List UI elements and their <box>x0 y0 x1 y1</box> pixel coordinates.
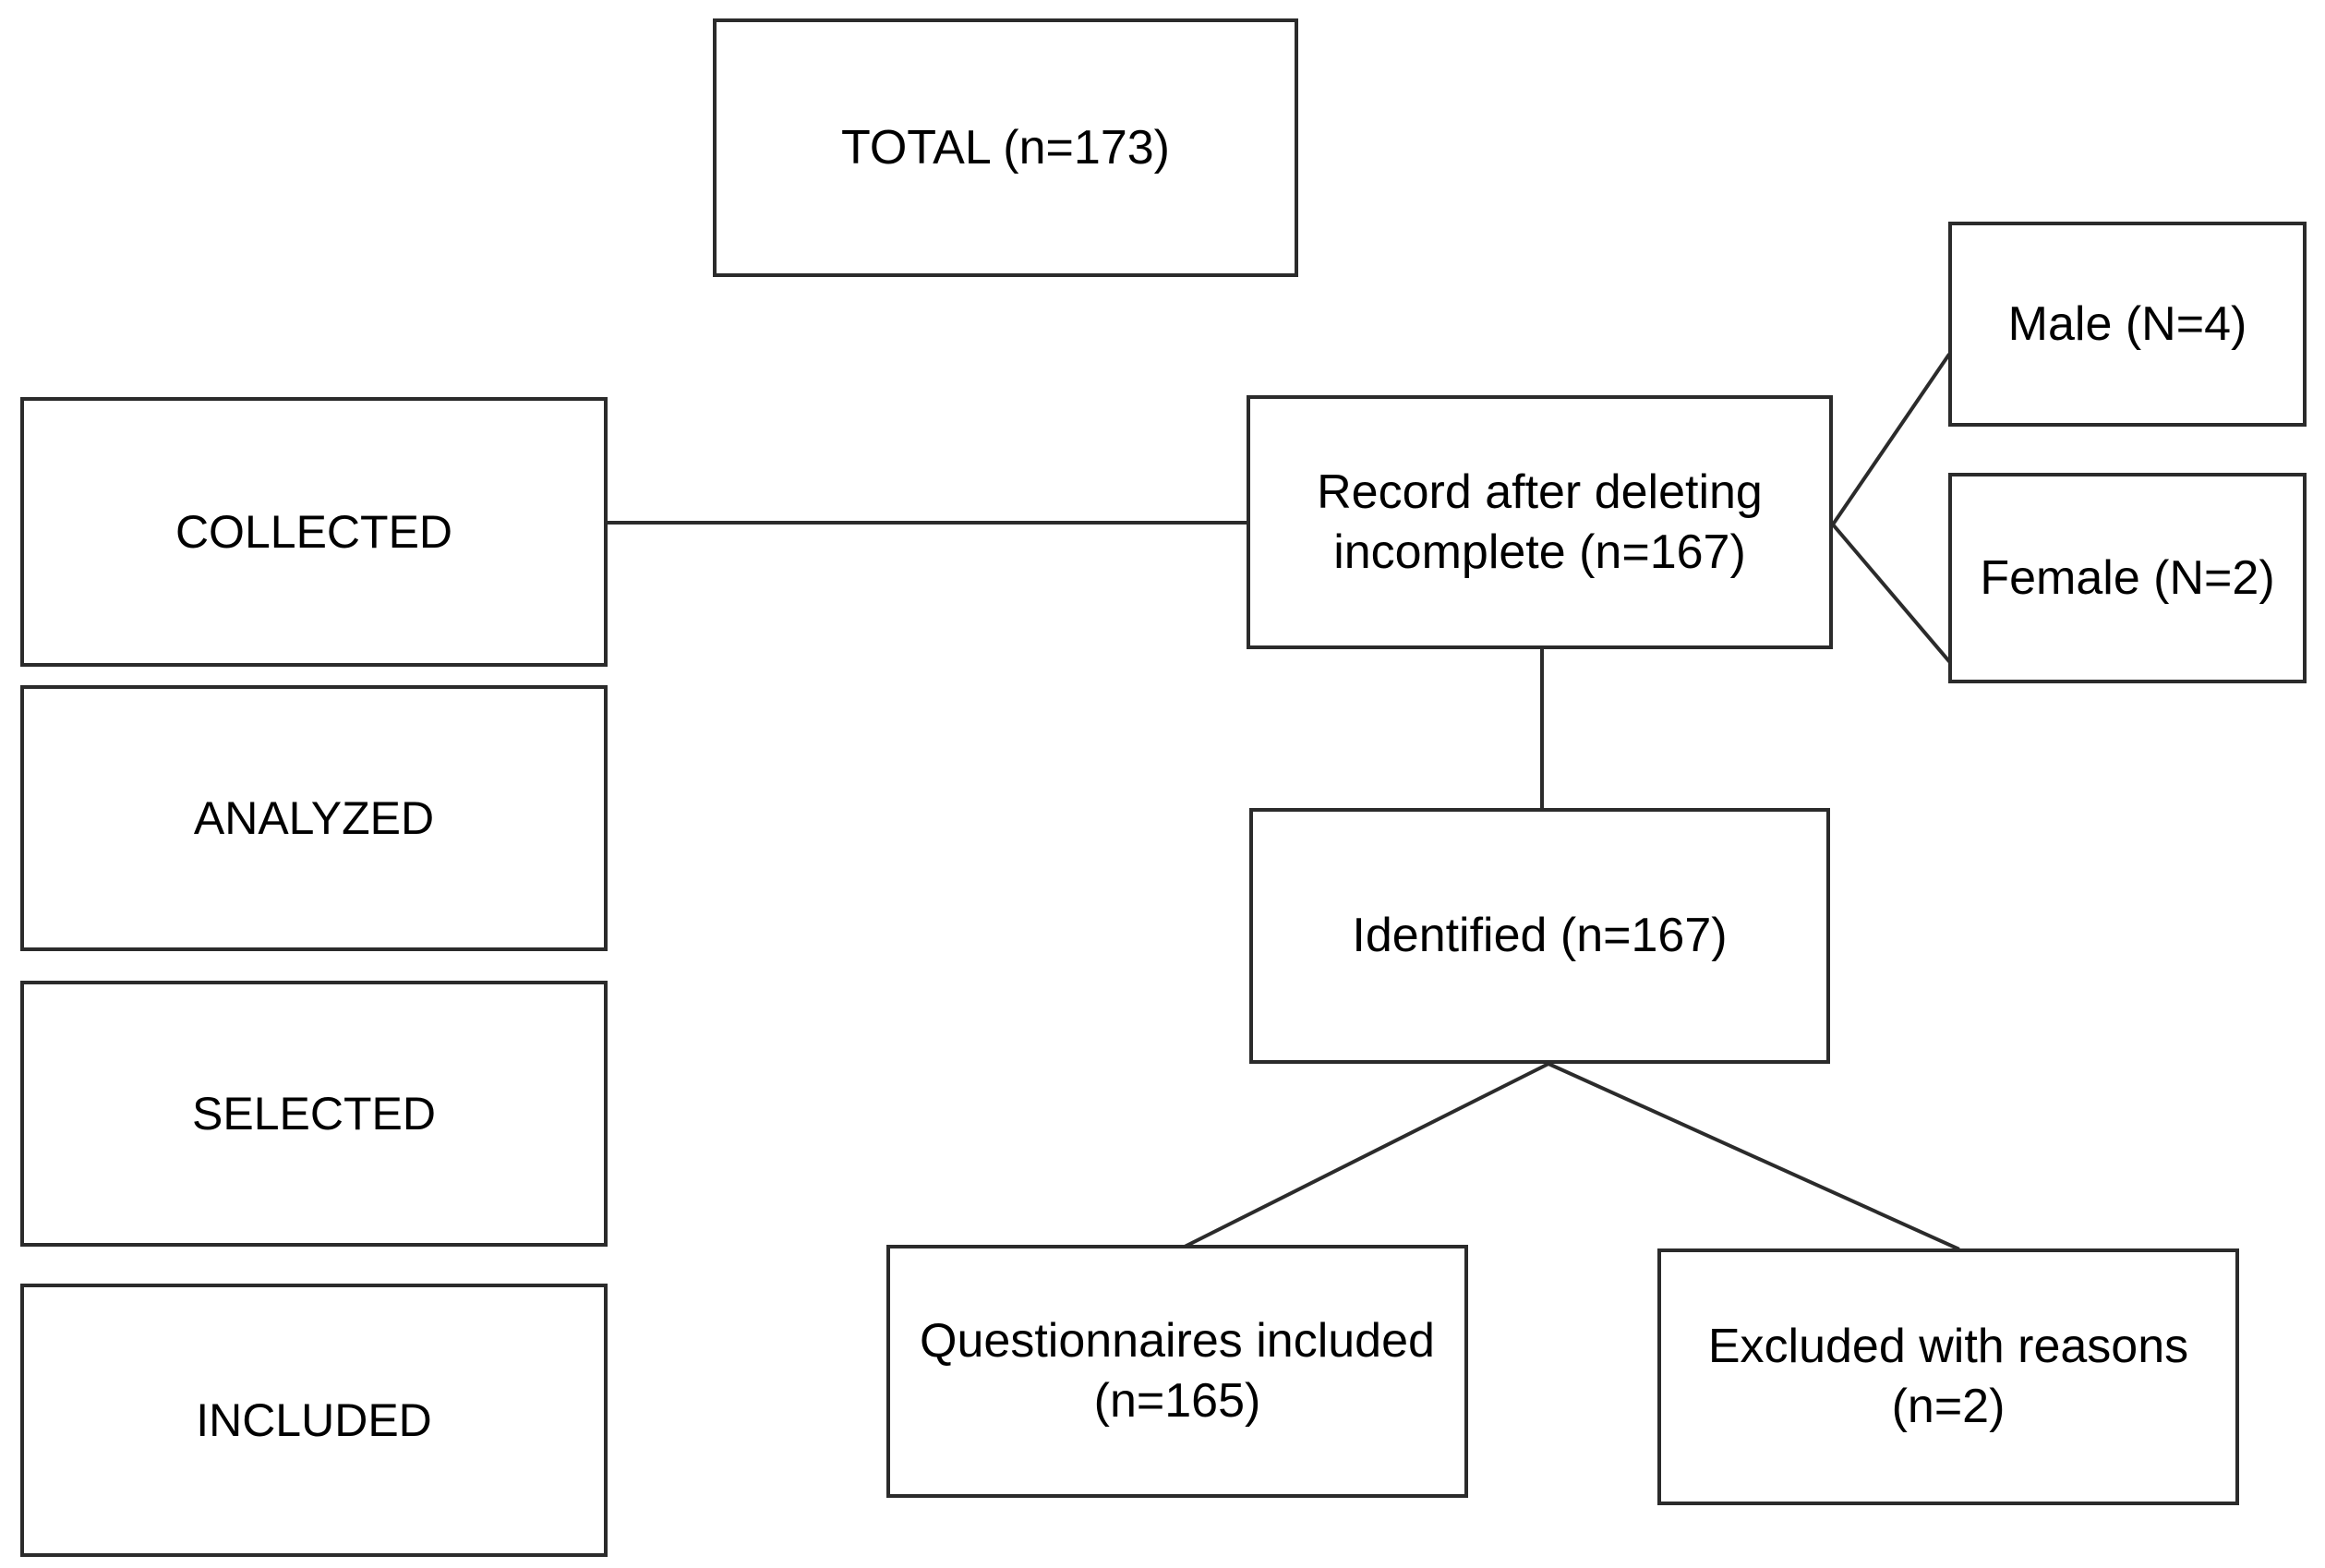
node-selected-label: SELECTED <box>192 1087 436 1140</box>
node-excluded-label: Excluded with reasons (n=2) <box>1707 1320 2189 1433</box>
connector-identified-to-questionnaires <box>1182 1061 1551 1249</box>
node-collected-label: COLLECTED <box>175 505 453 558</box>
node-record-label: Record after deleting incomplete (n=167) <box>1317 464 1763 579</box>
node-identified[interactable]: Identified (n=167) <box>1249 808 1830 1064</box>
node-excluded-with-reasons[interactable]: Excluded with reasons (n=2) <box>1657 1248 2239 1505</box>
node-record-after-deleting-incomplete[interactable]: Record after deleting incomplete (n=167) <box>1247 395 1833 649</box>
node-identified-label: Identified (n=167) <box>1352 909 1728 962</box>
node-male-label: Male (N=4) <box>2007 296 2247 351</box>
connector-identified-to-excluded <box>1546 1061 1960 1251</box>
node-analyzed[interactable]: ANALYZED <box>20 685 608 951</box>
node-included-label: INCLUDED <box>196 1393 432 1446</box>
node-female[interactable]: Female (N=2) <box>1948 473 2307 683</box>
node-female-label: Female (N=2) <box>1980 550 2275 605</box>
node-total-label: TOTAL (n=173) <box>841 120 1170 175</box>
node-questionnaires-included[interactable]: Questionnaires included (n=165) <box>886 1245 1468 1498</box>
node-included[interactable]: INCLUDED <box>20 1284 608 1557</box>
node-questionnaires-label: Questionnaires included (n=165) <box>920 1314 1435 1428</box>
node-male[interactable]: Male (N=4) <box>1948 222 2307 427</box>
connector-record-to-male <box>1830 353 1951 527</box>
node-selected[interactable]: SELECTED <box>20 981 608 1247</box>
node-total[interactable]: TOTAL (n=173) <box>713 18 1298 277</box>
node-collected[interactable]: COLLECTED <box>20 397 608 667</box>
connector-record-to-female <box>1830 522 1951 663</box>
node-analyzed-label: ANALYZED <box>193 791 435 844</box>
